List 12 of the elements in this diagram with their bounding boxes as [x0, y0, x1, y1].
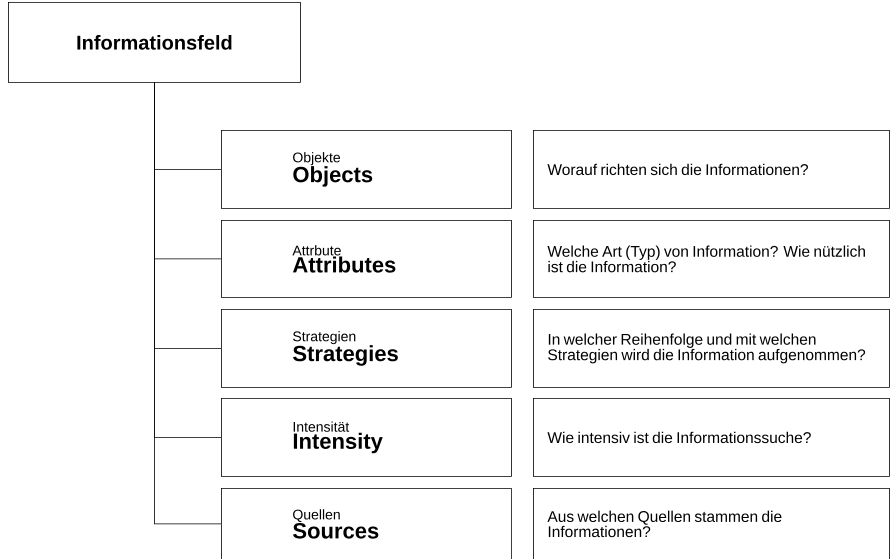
question-box: In welcher Reihenfolge und mit welchen Strategien wird die Information aufgenommen? — [533, 309, 890, 388]
connector-line — [154, 82, 222, 524]
question-box: Aus welchen Quellen stammen die Informationen? — [533, 488, 890, 559]
question-box: Worauf richten sich die Informationen? — [533, 130, 890, 209]
category-box: Objekte Objects — [221, 130, 512, 209]
title-box: Informationsfeld — [8, 2, 301, 83]
category-box: Quellen Sources — [221, 488, 512, 559]
category-box: Strategien Strategies — [221, 309, 512, 388]
question-box: Welche Art (Typ) von Information? Wie nützlich ist die Information? — [533, 220, 890, 298]
category-box: Attrbute Attributes — [221, 220, 512, 298]
category-box: Intensität Intensity — [221, 398, 512, 477]
question-box: Wie intensiv ist die Informationssuche? — [533, 398, 890, 477]
